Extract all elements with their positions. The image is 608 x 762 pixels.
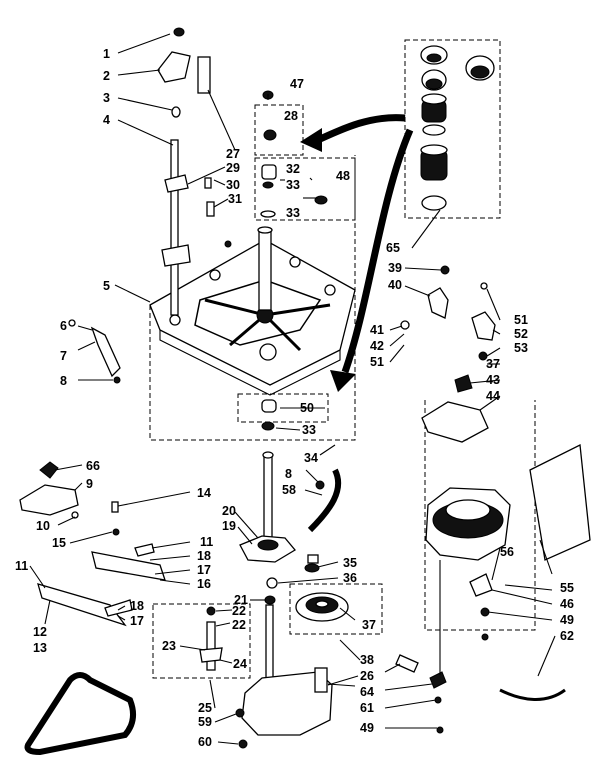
transmission-area <box>235 451 333 749</box>
label-32: 32 <box>286 162 300 176</box>
box-cam-23 <box>152 603 251 679</box>
label-62: 62 <box>560 629 574 643</box>
label-52: 52 <box>514 327 528 341</box>
label-46: 46 <box>560 597 574 611</box>
label-9: 9 <box>86 477 93 491</box>
label-22a: 22 <box>232 604 246 618</box>
box-seal-kit-65 <box>404 39 501 219</box>
leader-lines <box>29 33 556 745</box>
label-55: 55 <box>560 581 574 595</box>
box-motor <box>424 400 536 631</box>
label-28: 28 <box>284 109 298 123</box>
label-13: 13 <box>33 641 47 655</box>
label-15: 15 <box>52 536 66 550</box>
box-base-assembly <box>149 155 356 441</box>
pulley <box>295 592 349 622</box>
hose <box>307 468 342 533</box>
label-36: 36 <box>343 571 357 585</box>
label-24: 24 <box>233 657 247 671</box>
label-39: 39 <box>388 261 402 275</box>
label-1: 1 <box>103 47 110 61</box>
box-seal-32-33 <box>254 157 356 221</box>
label-17a: 17 <box>197 563 211 577</box>
label-35: 35 <box>343 556 357 570</box>
label-56: 56 <box>500 545 514 559</box>
label-31: 31 <box>228 192 242 206</box>
label-14: 14 <box>197 486 211 500</box>
label-18a: 18 <box>197 549 211 563</box>
linkage-rod <box>157 27 232 316</box>
label-43: 43 <box>486 373 500 387</box>
label-37a: 37 <box>362 618 376 632</box>
label-50: 50 <box>300 401 314 415</box>
label-5: 5 <box>103 279 110 293</box>
label-11a: 11 <box>200 535 213 549</box>
drive-belt <box>24 672 137 756</box>
label-21: 21 <box>234 593 248 607</box>
label-8b: 8 <box>285 467 292 481</box>
arrows <box>300 114 414 392</box>
callout-labels: 1 2 3 4 5 6 7 8 8 9 10 11 11 12 13 14 15… <box>15 47 574 749</box>
label-33a: 33 <box>286 178 300 192</box>
label-25: 25 <box>198 701 212 715</box>
label-10: 10 <box>36 519 50 533</box>
label-40: 40 <box>388 278 402 292</box>
label-37b: 37 <box>486 357 500 371</box>
label-17b: 17 <box>130 614 144 628</box>
box-bearing-50 <box>237 393 329 423</box>
group-boxes <box>149 39 536 679</box>
label-33b: 33 <box>286 206 300 220</box>
label-22b: 22 <box>232 618 246 632</box>
label-7: 7 <box>60 349 67 363</box>
label-51a: 51 <box>370 355 384 369</box>
label-33c: 33 <box>302 423 316 437</box>
label-60: 60 <box>198 735 212 749</box>
label-30: 30 <box>226 178 240 192</box>
label-65: 65 <box>386 241 400 255</box>
label-66: 66 <box>86 459 100 473</box>
label-23: 23 <box>162 639 176 653</box>
label-2: 2 <box>103 69 110 83</box>
label-48: 48 <box>336 169 350 183</box>
label-12: 12 <box>33 625 47 639</box>
label-20: 20 <box>222 504 236 518</box>
base-plate <box>149 226 356 396</box>
label-44: 44 <box>486 389 500 403</box>
label-58: 58 <box>282 483 296 497</box>
label-27: 27 <box>226 147 240 161</box>
label-11b: 11 <box>15 559 28 573</box>
label-53: 53 <box>514 341 528 355</box>
label-26: 26 <box>360 669 374 683</box>
label-34: 34 <box>304 451 318 465</box>
label-18b: 18 <box>130 599 144 613</box>
label-42: 42 <box>370 339 384 353</box>
label-47: 47 <box>290 77 304 91</box>
label-3: 3 <box>103 91 110 105</box>
label-8a: 8 <box>60 374 67 388</box>
label-38: 38 <box>360 653 374 667</box>
label-64: 64 <box>360 685 374 699</box>
label-41: 41 <box>370 323 384 337</box>
box-pulley-37 <box>289 583 383 635</box>
box-seal-28 <box>254 104 304 156</box>
label-51b: 51 <box>514 313 528 327</box>
label-61: 61 <box>360 701 374 715</box>
seal-kit-parts <box>420 45 495 211</box>
label-16: 16 <box>197 577 211 591</box>
cam-assembly <box>199 606 223 671</box>
label-6: 6 <box>60 319 67 333</box>
label-49a: 49 <box>560 613 574 627</box>
label-4: 4 <box>103 113 110 127</box>
label-19: 19 <box>222 519 236 533</box>
left-levers <box>19 461 166 627</box>
label-49b: 49 <box>360 721 374 735</box>
label-29: 29 <box>226 161 240 175</box>
label-59: 59 <box>198 715 212 729</box>
left-bracket <box>68 319 121 384</box>
motor-assembly <box>395 265 591 734</box>
